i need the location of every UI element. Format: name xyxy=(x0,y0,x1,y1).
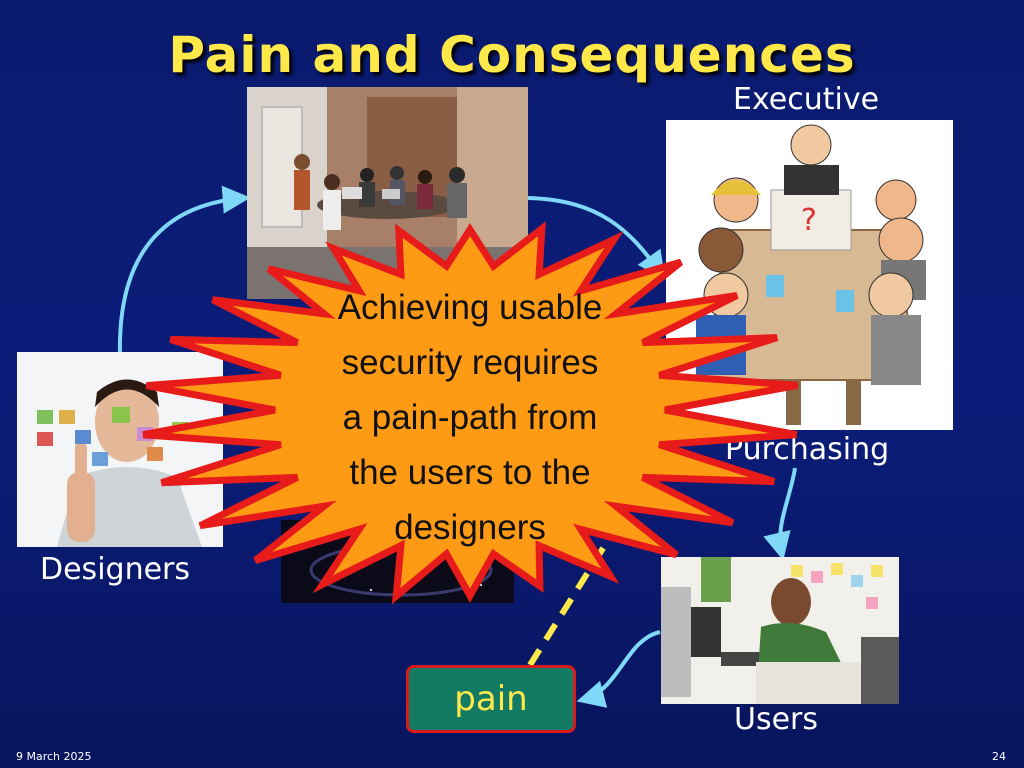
arrow-designers-to-meeting xyxy=(117,185,251,356)
executive-label: Executive xyxy=(733,82,880,117)
callout-line: security requires xyxy=(341,343,599,382)
callout-text: Achieving usable security requires a pai… xyxy=(285,280,655,555)
slide-title: Pain and Consequences xyxy=(168,26,856,84)
dashed-pain-line xyxy=(527,543,608,667)
designer-touchscreen-photo xyxy=(17,352,223,547)
designers-label: Designers xyxy=(40,552,190,587)
arrow-users-to-pain xyxy=(576,630,661,708)
pain-box: pain xyxy=(406,665,576,733)
footer-page-number: 24 xyxy=(992,750,1006,763)
arrow-meeting-to-executive xyxy=(527,196,666,280)
arrow-purchasing-to-users xyxy=(763,467,797,561)
svg-text:?: ? xyxy=(801,203,817,238)
callout-line: designers xyxy=(394,508,546,547)
starburst-shape xyxy=(142,221,799,605)
footer-date: 9 March 2025 xyxy=(16,750,92,763)
callout-line: Achieving usable xyxy=(337,288,603,327)
users-label: Users xyxy=(734,702,819,737)
callout-line: a pain-path from xyxy=(342,398,598,437)
frustrated-user-photo xyxy=(661,557,899,704)
callout-line: the users to the xyxy=(349,453,591,492)
